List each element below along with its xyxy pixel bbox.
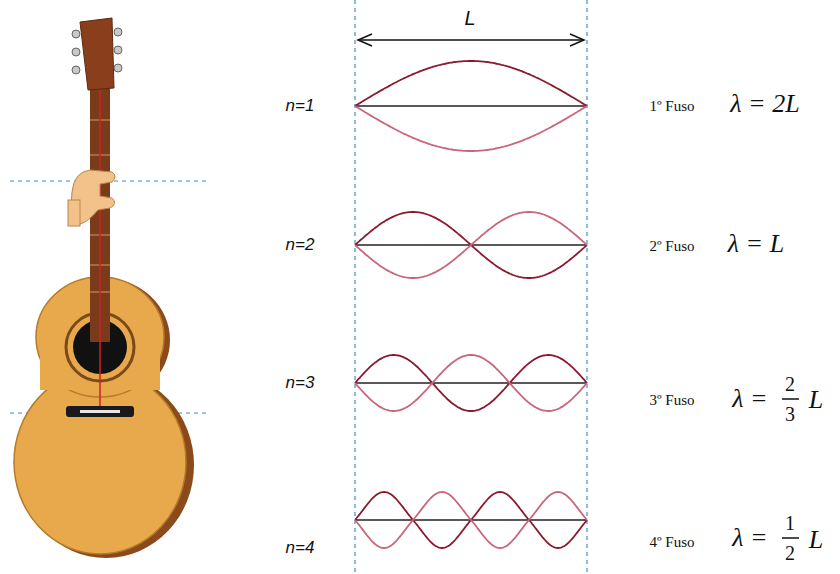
guitar <box>14 18 194 558</box>
mode-number: n=4 <box>286 539 315 558</box>
harmonic-name: 2º Fuso <box>649 238 694 255</box>
harmonic-name: 1º Fuso <box>649 98 694 115</box>
wave-envelope <box>355 61 587 106</box>
wave-envelope <box>355 492 587 548</box>
wave-envelope <box>355 212 587 278</box>
dimension-arrow <box>358 34 584 46</box>
string-axes <box>355 106 587 520</box>
harmonic-name: 4º Fuso <box>649 534 694 551</box>
fraction-denominator: 2 <box>785 542 795 564</box>
fraction-bars <box>782 399 799 538</box>
mode-number: n=1 <box>286 97 315 116</box>
guide-lines <box>10 0 587 574</box>
standing-waves <box>355 61 587 548</box>
wavelength-formula: λ = <box>732 385 767 414</box>
wavelength-formula: L <box>809 526 823 555</box>
wavelength-formula: λ = 2L <box>730 90 799 119</box>
fraction-numerator: 2 <box>785 373 795 395</box>
wave-envelope <box>355 106 587 151</box>
wave-envelope <box>355 492 587 548</box>
fraction-denominator: 3 <box>785 403 795 425</box>
wave-envelope <box>355 355 587 411</box>
harmonic-name: 3º Fuso <box>649 392 694 409</box>
mode-number: n=3 <box>286 374 315 393</box>
wavelength-formula: L <box>809 386 823 415</box>
wavelength-formula: λ = <box>732 524 767 553</box>
wave-envelope <box>355 355 587 411</box>
wave-envelope <box>355 212 587 278</box>
fraction-numerator: 1 <box>785 512 795 534</box>
dimension-label: L <box>464 7 475 29</box>
wavelength-formula: λ = L <box>728 230 784 259</box>
mode-number: n=2 <box>286 236 315 255</box>
